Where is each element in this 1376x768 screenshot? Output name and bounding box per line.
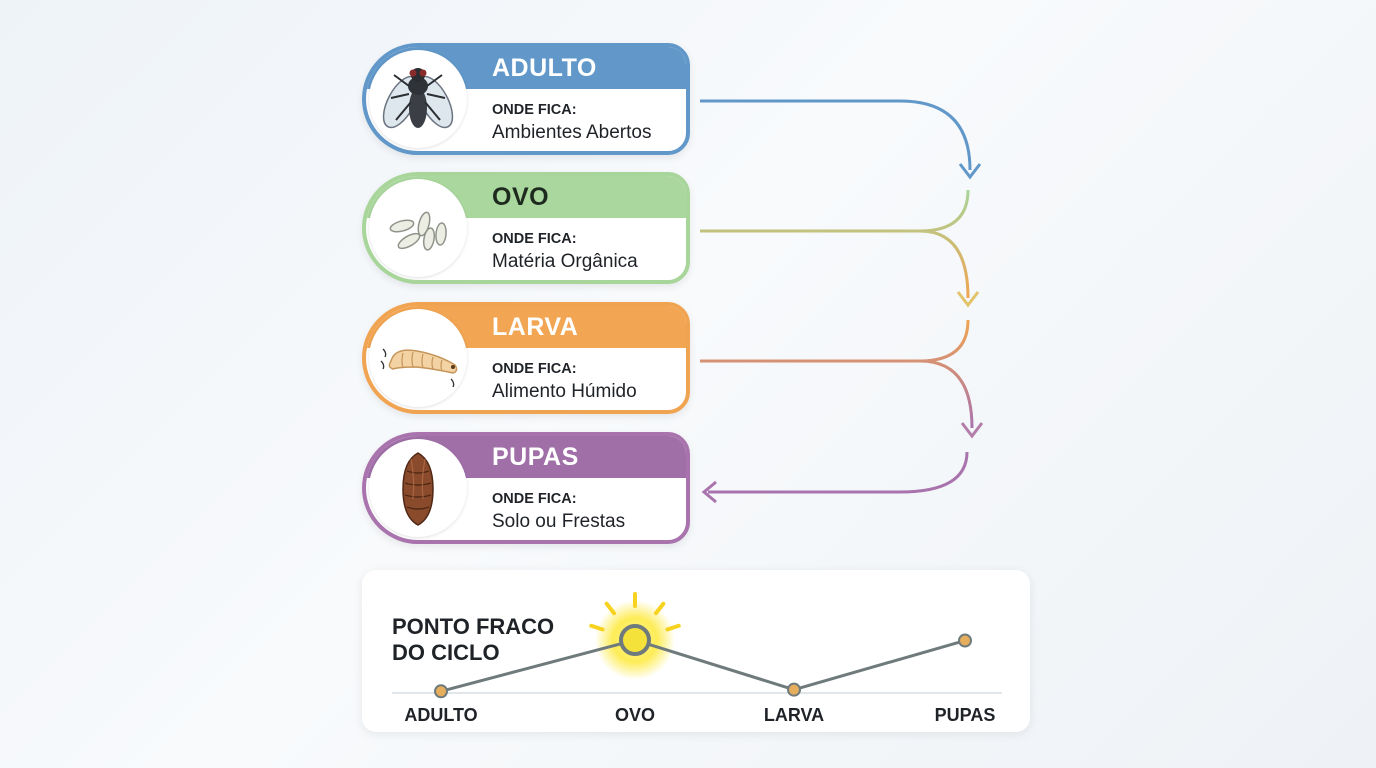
chart-point-larva — [787, 682, 801, 697]
stage-card-adulto: ADULTO ONDE FICA: Ambientes Abertos — [362, 43, 690, 155]
pupa-icon — [402, 452, 434, 526]
stage-icon-disc — [369, 50, 467, 148]
larva-icon — [380, 348, 458, 388]
weak-point-title-line1: PONTO FRACO — [392, 614, 555, 639]
stage-location: Alimento Húmido — [492, 381, 637, 402]
stage-title: LARVA — [492, 313, 579, 341]
stage-label: ONDE FICA: — [492, 102, 577, 118]
x-tick-label-pupas: PUPAS — [935, 705, 996, 725]
fly-icon — [382, 68, 454, 129]
arrowhead-larva — [960, 422, 984, 439]
stage-label: ONDE FICA: — [492, 361, 577, 377]
stage-icon-disc — [369, 179, 467, 277]
arrowhead-ovo — [956, 291, 980, 308]
x-tick-label-larva: LARVA — [764, 705, 824, 725]
arrow-ovo-larva — [700, 189, 970, 299]
stage-title: OVO — [492, 183, 550, 211]
arrow-adulto-ovo — [700, 99, 972, 171]
stage-location: Matéria Orgânica — [492, 251, 638, 272]
stage-label: ONDE FICA: — [492, 491, 577, 507]
chart-point-ovo — [619, 624, 651, 656]
stage-title: PUPAS — [492, 443, 579, 471]
x-tick-label-ovo: OVO — [615, 705, 655, 725]
highlight-ray — [665, 623, 681, 632]
weak-point-panel: PONTO FRACO DO CICLO ADULTO OVO LARVA PUPAS — [362, 570, 1030, 732]
stage-card-pupas: PUPAS ONDE FICA: Solo ou Frestas — [362, 432, 690, 544]
arrowhead-adulto — [958, 163, 982, 180]
arrow-pupas-return — [708, 451, 969, 494]
chart-point-adulto — [434, 684, 448, 699]
stage-card-larva: LARVA ONDE FICA: Alimento Húmido — [362, 302, 690, 414]
stage-location: Solo ou Frestas — [492, 511, 626, 532]
weak-point-chart: ADULTO OVO LARVA PUPAS — [392, 592, 1002, 725]
arrow-larva-pupas — [700, 319, 974, 429]
stage-label: ONDE FICA: — [492, 231, 577, 247]
eggs-icon — [389, 211, 447, 251]
weak-point-title: PONTO FRACO DO CICLO — [392, 614, 592, 666]
highlight-ray — [604, 601, 617, 616]
highlight-ray — [653, 601, 666, 616]
chart-point-pupas — [958, 633, 972, 648]
stage-icon-disc — [369, 439, 467, 537]
stage-location: Ambientes Abertos — [492, 122, 652, 143]
highlight-ray — [589, 623, 605, 632]
stage-card-ovo: OVO ONDE FICA: Matéria Orgânica — [362, 172, 690, 284]
x-tick-label-adulto: ADULTO — [404, 705, 477, 725]
arrowhead-pupas — [701, 480, 717, 504]
stage-title: ADULTO — [492, 54, 597, 82]
stage-icon-disc — [369, 309, 467, 407]
chart-series-line — [440, 638, 966, 693]
weak-point-title-line2: DO CICLO — [392, 640, 500, 665]
